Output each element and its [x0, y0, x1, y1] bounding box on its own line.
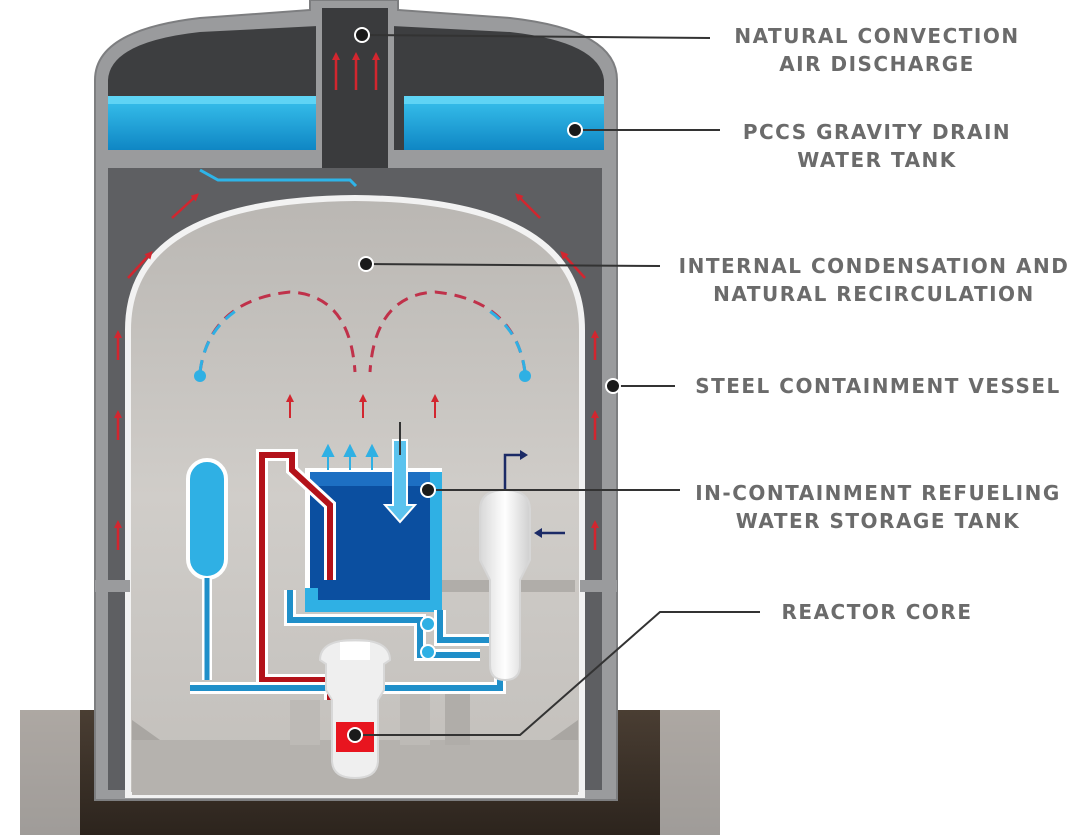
label-steel-vessel: STEEL CONTAINMENT VESSEL — [680, 372, 1076, 400]
label-irwst-line2: WATER STORAGE TANK — [735, 509, 1021, 533]
pump-2 — [420, 644, 436, 660]
core-makeup-tank — [186, 458, 228, 680]
label-reactor-core: REACTOR CORE — [762, 598, 992, 626]
recirculation-loops — [198, 290, 527, 373]
label-pccs-tank-line1: PCCS GRAVITY DRAIN — [742, 120, 1012, 144]
dot-steel-vessel — [605, 378, 621, 394]
dot-air-discharge — [354, 27, 370, 43]
label-reactor-core-line1: REACTOR CORE — [781, 600, 973, 624]
label-air-discharge-line2: AIR DISCHARGE — [779, 52, 975, 76]
dot-reactor-core — [347, 727, 363, 743]
dot-pccs-tank — [567, 122, 583, 138]
label-condensation-line1: INTERNAL CONDENSATION AND — [678, 254, 1070, 278]
label-irwst: IN-CONTAINMENT REFUELING WATER STORAGE T… — [686, 479, 1070, 535]
label-steel-vessel-line1: STEEL CONTAINMENT VESSEL — [695, 374, 1061, 398]
label-air-discharge-line1: NATURAL CONVECTION — [734, 24, 1020, 48]
label-condensation: INTERNAL CONDENSATION AND NATURAL RECIRC… — [668, 252, 1080, 308]
label-condensation-line2: NATURAL RECIRCULATION — [713, 282, 1035, 306]
dot-condensation — [358, 256, 374, 272]
air-flow-arrows — [114, 52, 599, 550]
label-irwst-line1: IN-CONTAINMENT REFUELING — [695, 481, 1061, 505]
label-pccs-tank: PCCS GRAVITY DRAIN WATER TANK — [712, 118, 1042, 174]
leader-lines — [355, 34, 760, 736]
pccs-drain-line — [199, 168, 358, 188]
pccs-water-tank — [108, 96, 604, 150]
dot-irwst — [420, 482, 436, 498]
label-pccs-tank-line2: WATER TANK — [797, 148, 957, 172]
label-air-discharge: NATURAL CONVECTION AIR DISCHARGE — [712, 22, 1042, 78]
pump-1 — [420, 616, 436, 632]
spill-arrow — [382, 439, 418, 524]
